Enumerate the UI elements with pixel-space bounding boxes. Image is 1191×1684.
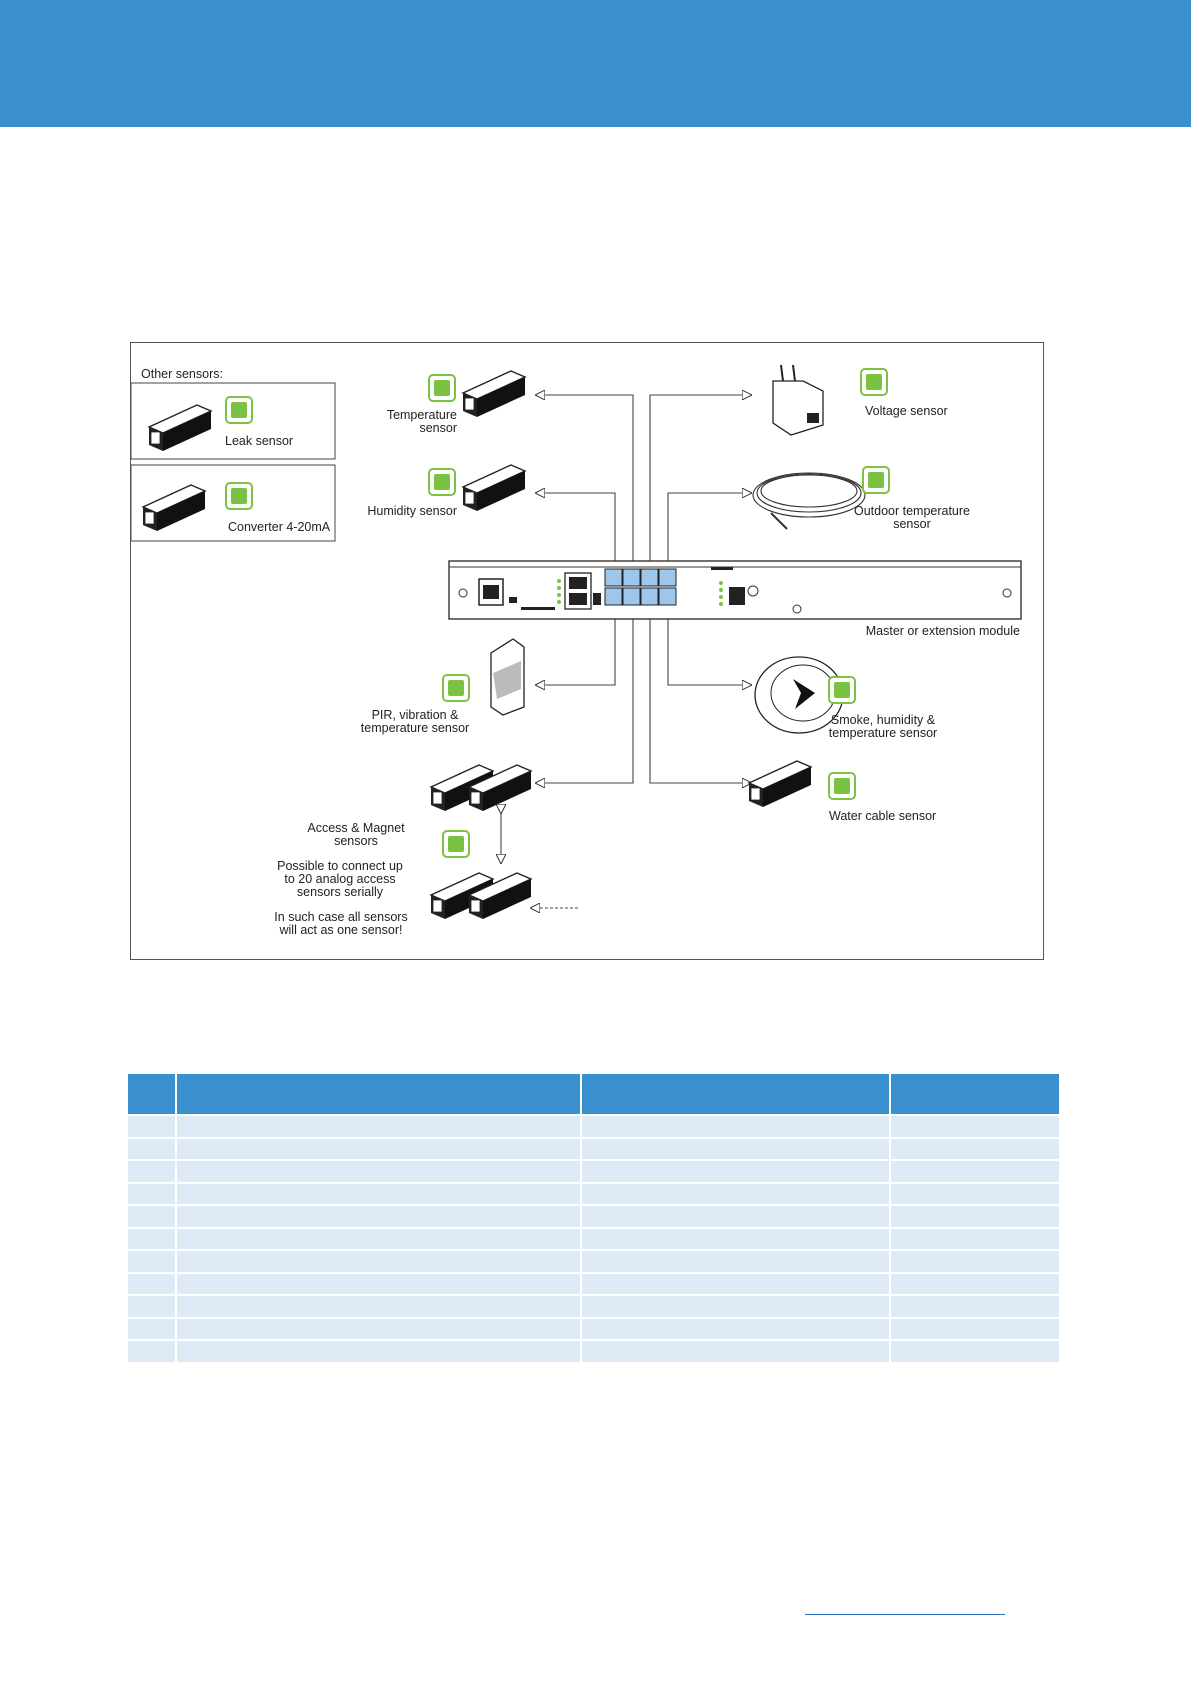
table-row — [128, 1294, 1059, 1318]
thermometer-icon — [862, 466, 890, 494]
table-row — [128, 1204, 1059, 1228]
table-header-cell — [890, 1074, 1059, 1115]
table-header-cell — [176, 1074, 582, 1115]
pir-sensor-label: PIR, vibration &temperature sensor — [360, 708, 470, 735]
pir-sensor-image — [490, 638, 525, 716]
table-body — [128, 1114, 1059, 1362]
converter-label: Converter 4-20mA — [228, 520, 331, 534]
table-row — [128, 1136, 1059, 1160]
voltage-sensor-image — [772, 364, 824, 436]
other-sensors-title: Other sensors: — [141, 367, 223, 381]
water-cable-sensor-image — [748, 760, 812, 808]
droplet-icon — [428, 468, 456, 496]
lock-icon — [442, 830, 470, 858]
tap-icon — [225, 482, 253, 510]
tap-icon — [828, 772, 856, 800]
table-row — [128, 1271, 1059, 1295]
table-row — [128, 1114, 1059, 1138]
temperature-sensor-image — [462, 370, 526, 418]
sensor-table — [128, 1074, 1059, 1362]
footer-link-underline[interactable] — [805, 1614, 1005, 1615]
master-module-label: Master or extension module — [865, 624, 1020, 638]
table-row — [128, 1226, 1059, 1250]
table-row — [128, 1159, 1059, 1183]
table-header-cell — [581, 1074, 891, 1115]
table-row — [128, 1339, 1059, 1362]
water-cable-sensor-label: Water cable sensor — [829, 809, 937, 823]
table-row — [128, 1316, 1059, 1340]
voltage-icon — [860, 368, 888, 396]
humidity-sensor-image — [462, 464, 526, 512]
tap-icon — [225, 396, 253, 424]
table-row — [128, 1181, 1059, 1205]
sensor-connection-diagram: Other sensors: Leak sensor Converter 4-2… — [130, 342, 1044, 960]
eye-icon — [442, 674, 470, 702]
voltage-sensor-label: Voltage sensor — [865, 404, 948, 418]
table-header — [128, 1074, 1059, 1115]
humidity-sensor-label: Humidity sensor — [367, 504, 457, 518]
header-band — [0, 0, 1191, 127]
table-row — [128, 1249, 1059, 1273]
smoke-icon — [828, 676, 856, 704]
table-header-cell — [128, 1074, 177, 1115]
leak-sensor-label: Leak sensor — [225, 434, 294, 448]
outdoor-temperature-sensor-image — [752, 472, 866, 530]
thermometer-icon — [428, 374, 456, 402]
diagram-drawing — [131, 364, 1022, 920]
smoke-sensor-image — [754, 656, 844, 734]
smoke-sensor-label: Smoke, humidity &temperature sensor — [828, 713, 938, 740]
